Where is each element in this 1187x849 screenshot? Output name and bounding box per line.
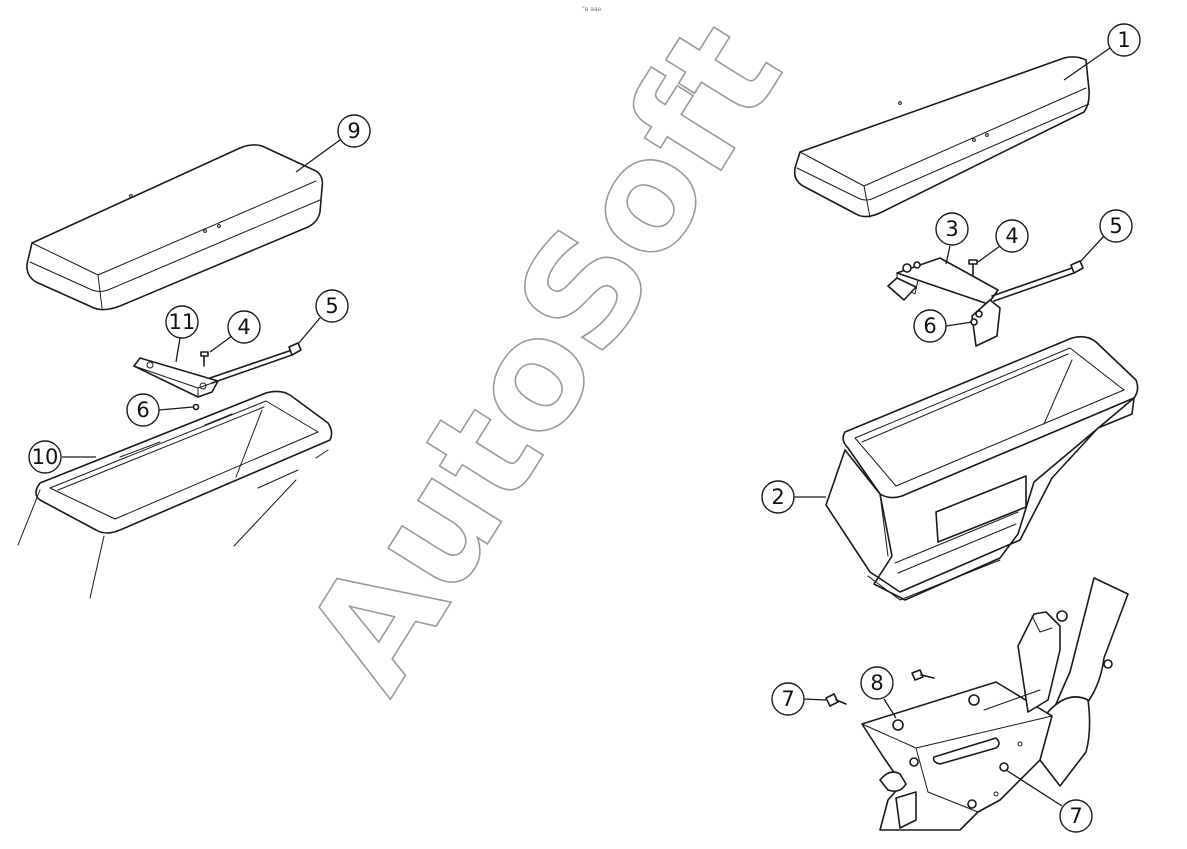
right-armrest-box (825, 335, 1139, 601)
svg-text:4: 4 (1005, 224, 1018, 248)
svg-text:6: 6 (136, 398, 149, 422)
svg-text:5: 5 (1109, 214, 1122, 238)
svg-text:11: 11 (169, 310, 196, 334)
callout-3: 3 (935, 212, 969, 265)
svg-text:7: 7 (781, 687, 794, 711)
callout-9: 9 (295, 114, 371, 173)
callout-7-left: 7 (771, 682, 827, 716)
callout-11: 11 (165, 305, 199, 363)
top-mark: "в ааа (582, 6, 602, 13)
right-armrest-lid (793, 56, 1090, 218)
right-rod (991, 260, 1084, 302)
svg-text:6: 6 (923, 314, 936, 338)
svg-text:5: 5 (325, 294, 338, 318)
svg-text:3: 3 (945, 217, 958, 241)
callout-6-right: 6 (913, 309, 973, 343)
watermark: AutoSoft (272, 0, 816, 720)
left-small-nut (192, 403, 200, 411)
callout-8: 8 (860, 666, 897, 719)
callout-4-right: 4 (977, 219, 1029, 263)
loose-bolt-b (911, 669, 935, 681)
loose-bolt-a (825, 693, 847, 707)
left-armrest-lid (26, 144, 324, 311)
callouts: 1 2 3 4 5 6 7 (28, 23, 1141, 833)
svg-text:4: 4 (237, 315, 250, 339)
callout-4-left: 4 (209, 310, 261, 353)
svg-text:8: 8 (870, 671, 883, 695)
callout-1: 1 (1063, 23, 1141, 81)
left-screw (200, 351, 209, 367)
svg-text:10: 10 (32, 445, 59, 469)
svg-text:2: 2 (771, 485, 784, 509)
callout-5-right: 5 (1079, 209, 1133, 263)
left-bracket-plate (133, 357, 219, 398)
callout-6-left: 6 (126, 393, 194, 427)
callout-10: 10 (28, 440, 96, 474)
right-screw (968, 259, 978, 276)
svg-text:1: 1 (1117, 28, 1130, 52)
lower-mounting-frame (861, 577, 1129, 831)
left-armrest-box (17, 390, 333, 599)
svg-text:7: 7 (1069, 804, 1082, 828)
callout-5-left: 5 (297, 289, 349, 345)
right-bracket (887, 257, 1001, 347)
watermark-text: AutoSoft (273, 0, 816, 719)
callout-7-right: 7 (1005, 769, 1093, 833)
callout-2: 2 (761, 480, 826, 514)
left-rod (209, 342, 302, 384)
svg-text:9: 9 (347, 119, 360, 143)
